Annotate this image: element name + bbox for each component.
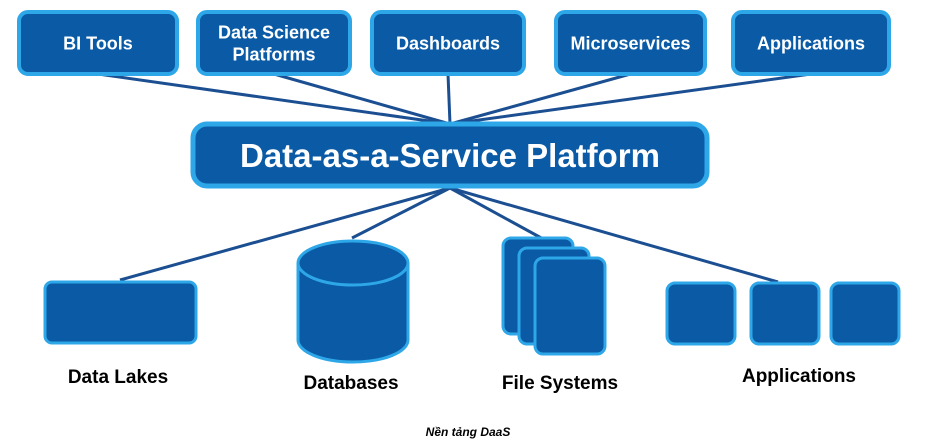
consumer-applications-rect xyxy=(731,10,891,76)
file-stack-icon xyxy=(501,236,607,356)
connector-file-systems xyxy=(449,186,546,242)
applications-grid-icon xyxy=(665,281,901,346)
platform-label: Data-as-a-Service Platform xyxy=(240,137,660,174)
connector-consumer-dashboards xyxy=(446,73,452,125)
connector-applications xyxy=(449,186,779,284)
consumer-dashboards-label-line-1: Dashboards xyxy=(396,33,500,53)
consumer-microservices-rect xyxy=(554,10,707,76)
consumer-dashboards-box: Dashboards xyxy=(370,10,526,76)
figure-caption: Nền tảng DaaS xyxy=(426,425,511,439)
connector-consumer-applications xyxy=(449,72,812,126)
consumer-applications-box: Applications xyxy=(731,10,891,76)
connector-databases xyxy=(351,186,451,240)
consumer-dashboards-rect xyxy=(370,10,526,76)
data-lakes-icon xyxy=(43,280,198,345)
consumer-bi-tools-box: BI Tools xyxy=(17,10,179,76)
connector-consumer-data-science-platforms xyxy=(273,72,451,126)
consumer-microservices-box: Microservices xyxy=(554,10,707,76)
connector-consumer-bi-tools xyxy=(97,72,451,126)
consumer-bi-tools-rect xyxy=(17,10,179,76)
consumer-applications-label-line-1: Applications xyxy=(757,33,865,53)
platform-box: Data-as-a-Service Platform xyxy=(190,121,710,189)
databases-label: Databases xyxy=(303,373,398,394)
connector-consumer-microservices xyxy=(449,72,631,126)
data-lakes-label: Data Lakes xyxy=(68,367,168,388)
consumer-connectors xyxy=(97,72,812,126)
consumer-bi-tools-label-line-1: BI Tools xyxy=(63,33,133,53)
database-cylinder-icon xyxy=(296,239,410,364)
file-systems-label: File Systems xyxy=(502,373,618,394)
source-connectors xyxy=(119,186,779,284)
applications-source-label: Applications xyxy=(742,366,856,387)
consumer-microservices-label-line-1: Microservices xyxy=(570,33,690,53)
consumer-data-science-platforms-label-line-2: Platforms xyxy=(232,44,315,64)
connector-data-lakes xyxy=(119,186,451,282)
consumer-data-science-platforms-label-line-1: Data Science xyxy=(218,22,330,42)
consumer-data-science-platforms-rect xyxy=(196,10,352,76)
